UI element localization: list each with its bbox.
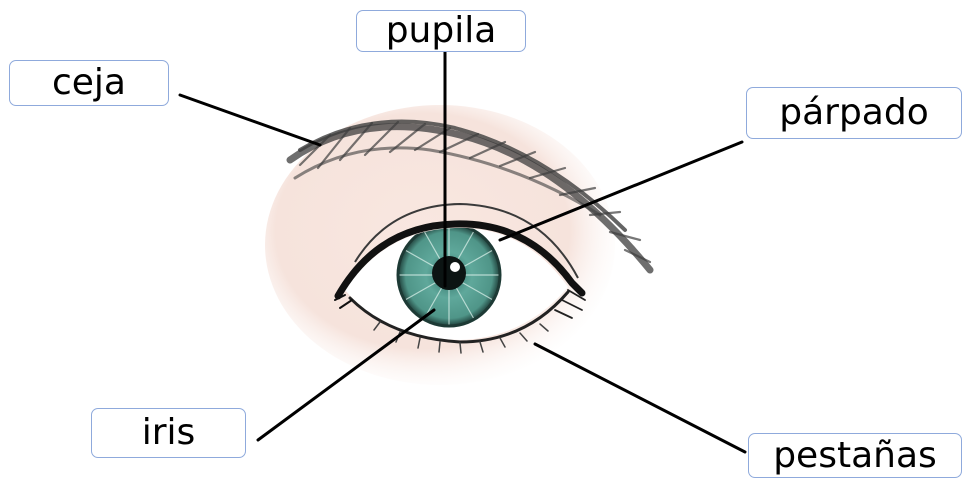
pupil (432, 256, 466, 290)
label-parpado: párpado (746, 87, 962, 139)
leader-line-ceja (180, 95, 320, 145)
label-pupila: pupila (356, 10, 526, 52)
label-iris: iris (91, 408, 246, 458)
label-pestanas: pestañas (748, 433, 962, 478)
leader-line-pestanas (535, 344, 745, 452)
label-ceja: ceja (9, 60, 169, 106)
